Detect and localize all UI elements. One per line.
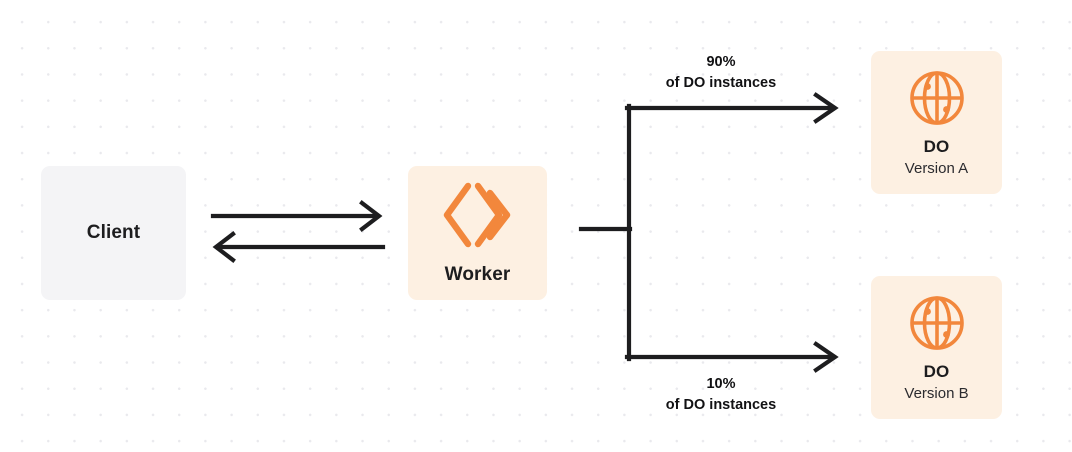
- edge-label-do-a: 90% of DO instances: [635, 52, 807, 93]
- node-client-label: Client: [86, 222, 141, 243]
- edge-worker-to-do-b: [624, 341, 839, 373]
- edge-label-do-b-percent: 10%: [706, 376, 736, 392]
- node-do-version-a[interactable]: DO Version A: [871, 51, 1002, 194]
- edge-label-do-b: 10% of DO instances: [635, 374, 807, 415]
- globe-icon: [908, 294, 966, 352]
- edge-worker-to-do-a: [624, 92, 839, 124]
- node-worker-label: Worker: [444, 264, 511, 285]
- node-client[interactable]: Client: [41, 166, 186, 300]
- edge-worker-to-client: [212, 231, 386, 263]
- edge-client-to-worker: [210, 200, 383, 232]
- edge-label-do-a-description: of DO instances: [665, 74, 777, 91]
- cloudflare-workers-logo-icon: [441, 180, 515, 250]
- edge-label-do-b-description: of DO instances: [665, 396, 777, 413]
- node-worker[interactable]: Worker: [408, 166, 547, 300]
- node-do-version-a-title: DO: [923, 136, 950, 156]
- node-do-version-a-subtitle: Version A: [904, 159, 969, 177]
- node-do-version-b-title: DO: [923, 361, 950, 381]
- globe-icon: [908, 69, 966, 127]
- edge-label-do-a-percent: 90%: [706, 54, 736, 70]
- node-do-version-b[interactable]: DO Version B: [871, 276, 1002, 419]
- node-do-version-b-subtitle: Version B: [904, 384, 969, 402]
